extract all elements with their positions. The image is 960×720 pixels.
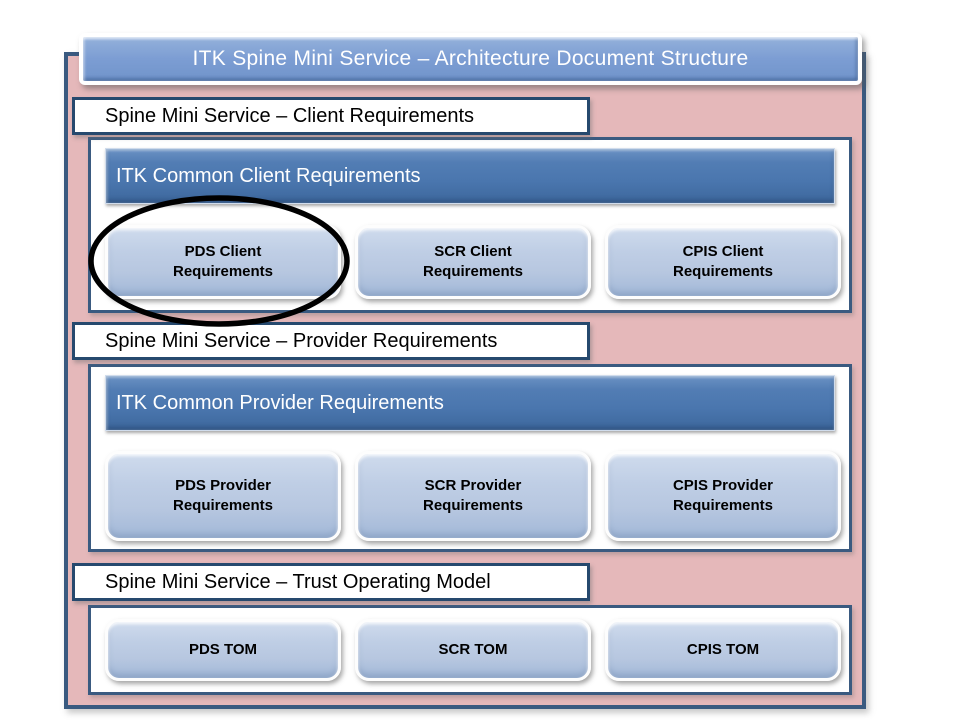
node-pds-tom-label: PDS TOM: [188, 641, 258, 658]
highlight-ellipse-annotation: [88, 195, 350, 327]
section-label-provider-requirements: Spine Mini Service – Provider Requiremen…: [72, 322, 590, 360]
common-client-requirements-header-text: ITK Common Client Requirements: [116, 164, 421, 187]
node-pds-client-requirements: PDS Client Requirements: [105, 225, 341, 299]
section-label-client-requirements-text: Spine Mini Service – Client Requirements: [105, 104, 475, 127]
common-provider-requirements-header: ITK Common Provider Requirements: [105, 375, 835, 431]
node-pds-provider-requirements: PDS Provider Requirements: [105, 451, 341, 541]
common-provider-requirements-header-text: ITK Common Provider Requirements: [116, 391, 444, 414]
title-banner: ITK Spine Mini Service – Architecture Do…: [79, 33, 862, 85]
section-label-provider-requirements-text: Spine Mini Service – Provider Requiremen…: [105, 329, 498, 352]
page-title: ITK Spine Mini Service – Architecture Do…: [192, 47, 749, 70]
node-cpis-provider-requirements: CPIS Provider Requirements: [605, 451, 841, 541]
node-scr-client-requirements-label: SCR Client Requirements: [422, 243, 524, 280]
node-pds-client-requirements-label: PDS Client Requirements: [172, 243, 274, 280]
node-cpis-provider-requirements-label: CPIS Provider Requirements: [672, 477, 774, 514]
node-scr-tom-label: SCR TOM: [438, 641, 508, 658]
node-scr-client-requirements: SCR Client Requirements: [355, 225, 591, 299]
title-banner-panel: ITK Spine Mini Service – Architecture Do…: [83, 37, 858, 81]
section-label-trust-operating-model: Spine Mini Service – Trust Operating Mod…: [72, 563, 590, 601]
client-requirements-panel: ITK Common Client Requirements PDS Clien…: [88, 137, 852, 313]
node-scr-provider-requirements-label: SCR Provider Requirements: [422, 477, 524, 514]
node-cpis-tom: CPIS TOM: [605, 619, 841, 681]
node-cpis-client-requirements-label: CPIS Client Requirements: [672, 243, 774, 280]
section-label-trust-operating-model-text: Spine Mini Service – Trust Operating Mod…: [105, 570, 491, 593]
node-pds-provider-requirements-label: PDS Provider Requirements: [172, 477, 274, 514]
section-label-client-requirements: Spine Mini Service – Client Requirements: [72, 97, 590, 135]
common-client-requirements-header: ITK Common Client Requirements: [105, 148, 835, 204]
provider-requirements-panel: ITK Common Provider Requirements PDS Pro…: [88, 364, 852, 552]
node-cpis-tom-label: CPIS TOM: [686, 641, 760, 658]
trust-operating-model-panel: PDS TOM SCR TOM CPIS TOM: [88, 605, 852, 695]
node-scr-provider-requirements: SCR Provider Requirements: [355, 451, 591, 541]
node-pds-tom: PDS TOM: [105, 619, 341, 681]
node-scr-tom: SCR TOM: [355, 619, 591, 681]
node-cpis-client-requirements: CPIS Client Requirements: [605, 225, 841, 299]
